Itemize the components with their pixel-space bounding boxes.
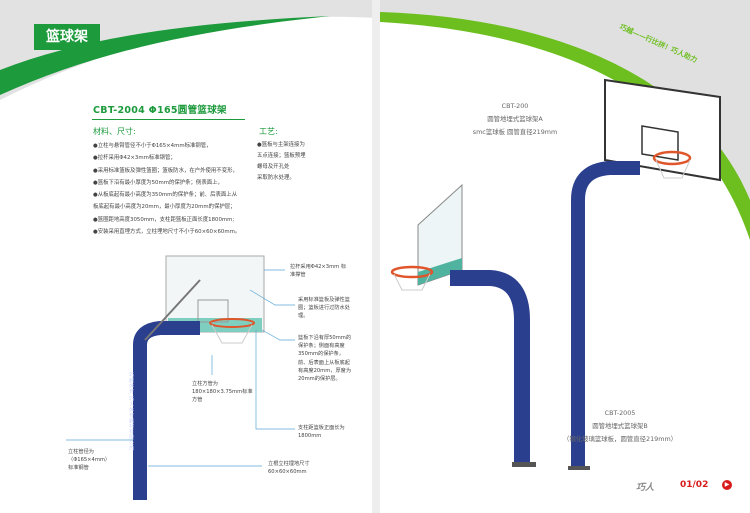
annotation-pad: 篮板下沿有厚50mm的保护条；侧面有高度350mm的保护条，前、后表面上从板底起… [298,335,352,383]
hoop-cbt-2005-drawing [390,183,536,467]
brand-logo: 巧人 [636,483,655,493]
process-list: ●篮板与主架连接为 五点连接；篮板预埋 螺母及开孔处 采取防水处理。 [257,140,319,184]
product-title: CBT-2004 Φ165圆管篮球架 [93,105,227,116]
pole-print: 巧越体育 巧人体育器材有限公司 [128,372,134,452]
materials-item: ●拉杆采用Φ42×3mm标准钢管； [93,155,176,162]
title-divider [92,119,245,120]
materials-list: ●立柱与悬臂管径不小于Φ165×4mm标准钢管， ●拉杆采用Φ42×3mm标准钢… [93,140,253,238]
right-green-swoosh [380,12,750,240]
materials-heading: 材料、尺寸: [93,127,136,136]
materials-item: ●安装采用直埋方式，立柱埋地尺寸不小于60×60×60mm。 [93,229,241,236]
annotation-embed: 立根立柱埋地尺寸 60×60×60mm [268,461,310,476]
page-number: 01/02 [680,480,709,490]
materials-item: ●立柱与悬臂管径不小于Φ165×4mm标准钢管， [93,143,212,149]
annotation-backboard: 采用标准篮板及弹性篮圈；篮板进行过防水处理。 [298,297,350,320]
process-line: ●篮板与主架连接为 [257,142,305,148]
model-b: CBT-2005 [604,409,636,417]
annotation-reach: 支柱距篮板正面长为1800mm [298,425,345,440]
process-line: 五点连接；篮板预埋 [257,153,306,159]
section-tag: 篮球架 [34,24,100,50]
left-green-swoosh [0,16,330,95]
annotation-leaders [66,269,295,467]
caption-product-a: CBT-200 圆管地埋式篮球架A smc篮球板 圆管直径219mm [450,100,580,139]
spec-a: smc篮球板 圆管直径219mm [472,128,558,136]
process-line: 螺母及开孔处 [257,164,290,170]
name-b: 圆管地埋式篮球架B [592,422,648,430]
materials-item: ●从板底起有最小高度为350mm的保护条；前、后表面上从 [93,192,238,199]
name-a: 圆管地埋式篮球架A [487,115,543,123]
right-gray-arc [380,0,750,230]
next-page-icon[interactable]: ▶ [722,480,732,490]
materials-item: ●篮圈距地高度3050mm，支柱距篮板正面长度1800mm; [93,216,235,223]
caption-product-b: CBT-2005 圆管地埋式篮球架B （钢化玻璃篮球板，圆管直径219mm） [540,407,700,446]
materials-item: 板底起有最小高度为20mm，最小厚度为20mm的保护层； [93,204,236,211]
model-a: CBT-200 [501,102,529,110]
left-gray-swoosh [0,0,375,100]
annotation-pole-tube: 立柱管径为（Φ165×4mm）标准钢管 [68,449,111,472]
annotation-tie-rod: 拉杆采用Φ42×3mm 标准撑管 [290,264,347,279]
process-line: 采取防水处理。 [257,175,295,181]
hoop-cbt-200-drawing [568,78,721,470]
materials-item: ●篮板下沿有最小厚度为50mm的保护条；侧表面上， [93,179,223,186]
hoop-cbt-2004-drawing [133,255,265,500]
materials-item: ●采用标准篮板及弹性篮圈；篮板防水，在户外使用不变形， [93,167,238,174]
page-gutter [372,0,380,513]
spec-b: （钢化玻璃篮球板，圆管直径219mm） [562,435,678,443]
annotation-square-tube: 立柱方管为180×180×3.75mm标准方管 [192,381,253,404]
process-heading: 工艺: [259,127,278,136]
